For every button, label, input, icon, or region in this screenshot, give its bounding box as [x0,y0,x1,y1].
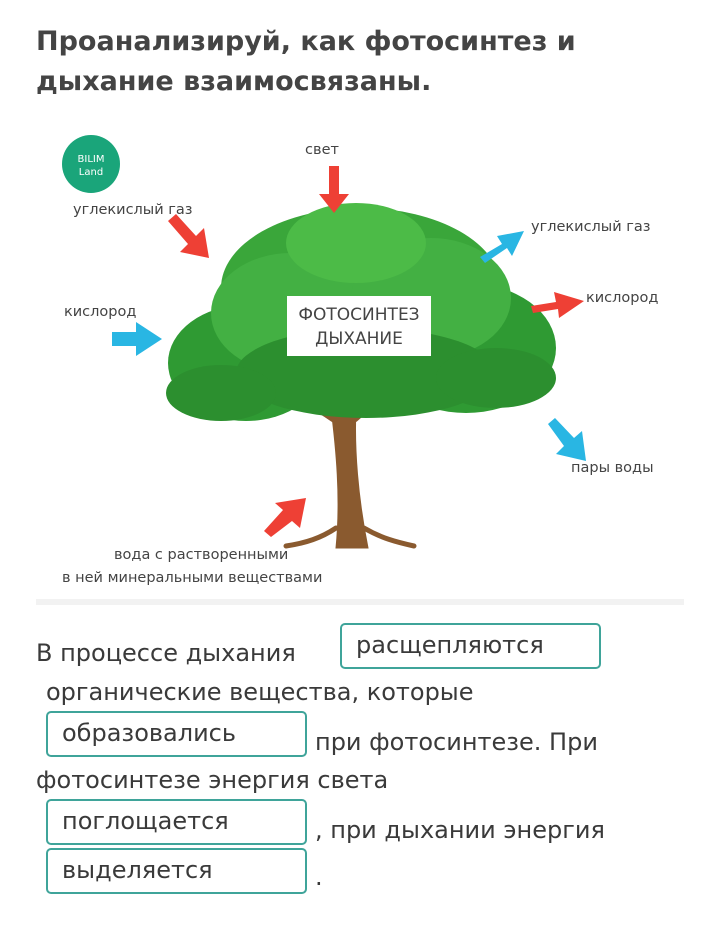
label-water-1: вода с растворенными [114,547,288,563]
arrow-co2-in [168,214,209,258]
label-light: свет [305,142,339,158]
label-water-2: в ней минеральными веществами [62,570,322,586]
label-o2-in: кислород [64,304,136,320]
logo-text-2: Land [79,167,103,178]
label-co2-in: углекислый газ [73,202,193,218]
center-label-photosynthesis: ФОТОСИНТЕЗ [298,305,419,325]
center-label-respiration: ДЫХАНИЕ [315,329,403,349]
arrow-o2-out [531,292,584,318]
answer-field-1[interactable]: расщепляются [340,623,601,669]
label-co2-out: углекислый газ [531,219,651,235]
sentence-part-3: при фотосинтезе. При [315,728,598,756]
arrow-co2-out [480,231,524,263]
sentence-part-2: органические вещества, которые [46,678,474,706]
divider [36,599,684,605]
label-vapor: пары воды [571,460,654,476]
logo-text-1: BILIM [78,154,105,165]
arrow-o2-in [112,322,162,356]
center-label-box: ФОТОСИНТЕЗ ДЫХАНИЕ [287,296,431,356]
photosynthesis-tree-figure: BILIM Land ФОТОСИНТЕЗ ДЫХАНИЕ [62,135,658,586]
arrow-water [264,498,306,537]
answer-field-3[interactable]: поглощается [46,799,307,845]
label-o2-out: кислород [586,290,658,306]
question-title: Проанализируй, как фотосинтез и дыхание … [36,26,576,97]
arrow-vapor [548,418,586,461]
answer-field-2[interactable]: образовались [46,711,307,757]
arrow-light [319,166,349,213]
sentence-part-4: фотосинтезе энергия света [36,766,389,794]
answer-field-4[interactable]: выделяется [46,848,307,894]
sentence-part-6: . [315,863,323,891]
sentence-part-1: В процессе дыхания [36,639,296,667]
tree-crown [166,203,556,421]
sentence-part-5: , при дыхании энергия [315,816,605,844]
bilimland-logo: BILIM Land [62,135,120,193]
